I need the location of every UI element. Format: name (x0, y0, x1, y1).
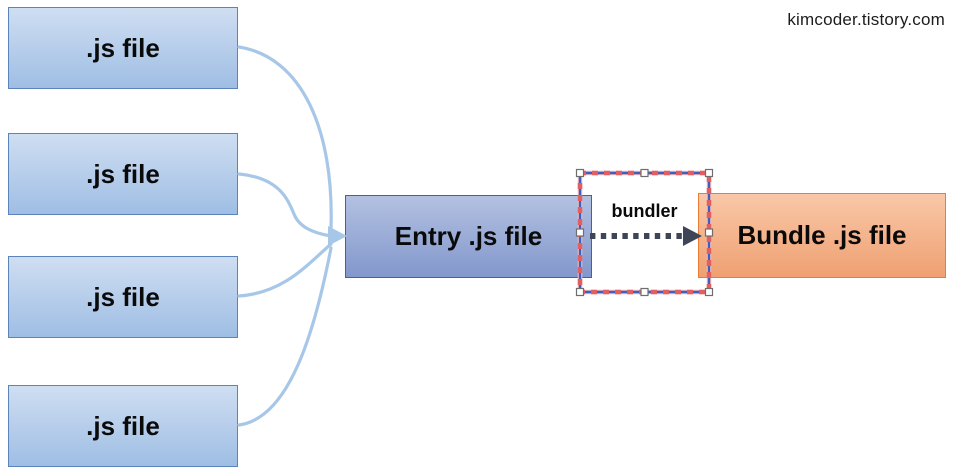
source-connector-curve-4[interactable] (237, 246, 333, 427)
js-file-box-label: .js file (86, 158, 160, 189)
js-file-box-3[interactable]: .js file (8, 256, 238, 338)
entry-js-file-label: Entry .js file (394, 221, 543, 251)
bundle-js-file-label: Bundle .js file (737, 220, 907, 250)
js-file-box-2[interactable]: .js file (8, 133, 238, 215)
entry-js-file-box[interactable]: Entry .js file (345, 195, 592, 278)
selection-rect-inner (578, 171, 711, 294)
js-file-box-label: .js file (86, 32, 160, 63)
bundle-js-file-box[interactable]: Bundle .js file (698, 193, 946, 278)
js-file-box-1[interactable]: .js file (8, 7, 238, 89)
watermark: kimcoder.tistory.com (787, 10, 945, 29)
selection-handle-se[interactable] (704, 287, 714, 297)
selection-rect[interactable] (577, 170, 712, 295)
selection-rect-base (577, 170, 712, 295)
source-connector-curve-3[interactable] (237, 242, 333, 298)
selection-handle-ne[interactable] (704, 168, 714, 178)
js-file-box-label: .js file (86, 281, 160, 312)
selection-handle-n[interactable] (640, 168, 649, 178)
js-file-box-label: .js file (86, 410, 160, 441)
source-connector-curve-2[interactable] (237, 172, 333, 238)
source-connector-curve-1[interactable] (237, 45, 333, 230)
selection-handle-s[interactable] (640, 287, 649, 297)
selection-handle-nw[interactable] (575, 168, 585, 178)
selection-handle-sw[interactable] (575, 287, 585, 297)
bundler-label: bundler (611, 201, 678, 221)
js-file-box-4[interactable]: .js file (8, 385, 238, 467)
